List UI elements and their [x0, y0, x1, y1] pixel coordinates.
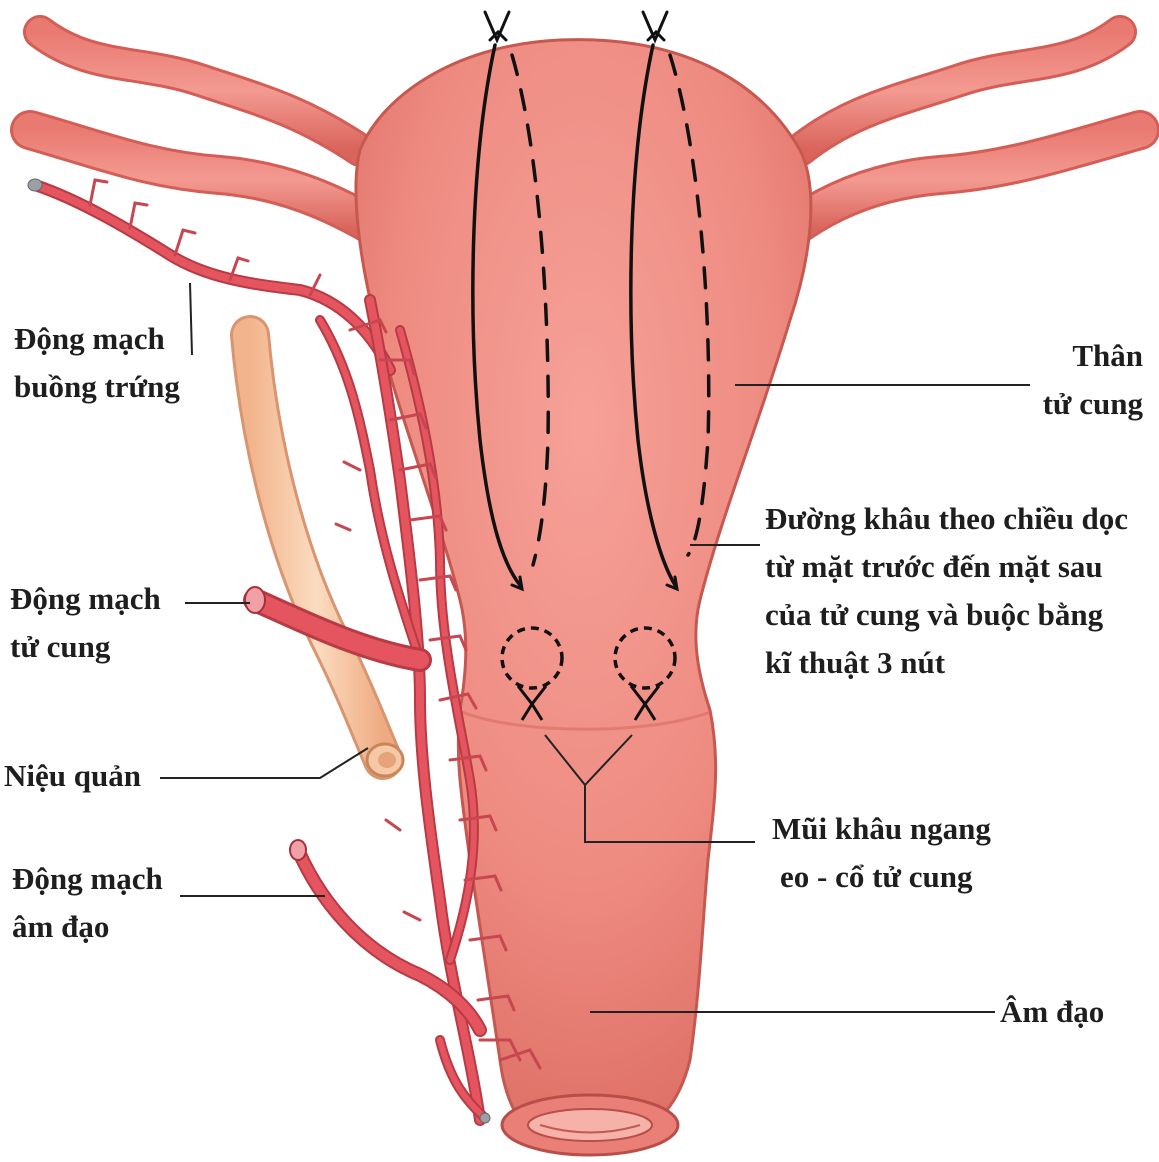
label-uterine-artery: Động mạch tử cung	[10, 575, 161, 671]
leader-ovarian-artery	[190, 283, 192, 355]
label-vagina: Âm đạo	[1000, 988, 1104, 1036]
vaginal-opening	[502, 1095, 678, 1155]
label-horizontal-suture: Mũi khâu ngang eo - cổ tử cung	[772, 805, 991, 901]
label-uterus-body: Thân tử cung	[1015, 332, 1143, 428]
ureter-tube	[250, 335, 403, 776]
label-vertical-suture: Đường khâu theo chiều dọc từ mặt trước đ…	[765, 495, 1128, 687]
right-top-knot	[643, 12, 667, 40]
label-vaginal-artery: Động mạch âm đạo	[12, 855, 163, 951]
label-ureter: Niệu quản	[4, 752, 141, 800]
label-ovarian-artery: Động mạch buồng trứng	[14, 315, 180, 411]
left-top-knot	[485, 12, 509, 40]
leader-ureter	[160, 748, 368, 778]
